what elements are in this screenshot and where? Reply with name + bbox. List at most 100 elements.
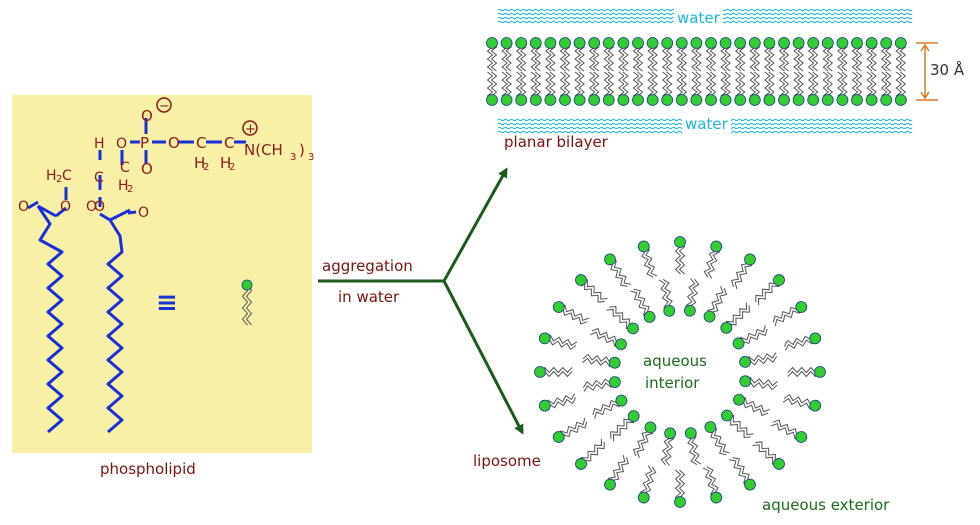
- lipid-tail: [744, 352, 777, 362]
- lipid-head: [500, 94, 513, 106]
- lipid-tail: [884, 42, 892, 72]
- lipid-tail: [539, 366, 573, 374]
- ester-oxygen: O: [94, 199, 105, 215]
- lipid-molecule: [632, 71, 644, 106]
- lipid-head: [739, 355, 752, 368]
- lipid-molecule: [703, 286, 728, 323]
- lipid-head: [705, 37, 717, 49]
- lipid-tail: [612, 417, 636, 442]
- lipid-molecule: [559, 37, 571, 72]
- aqueous-interior-label-line1: aqueous: [643, 352, 707, 370]
- carbonyl-oxygen-right: O: [138, 205, 149, 221]
- hydrogen-atom: H: [220, 154, 231, 172]
- lipid-tail: [855, 42, 863, 72]
- lipid-molecule: [792, 71, 805, 106]
- lipid-tail: [658, 279, 669, 312]
- lipid-head: [703, 310, 716, 323]
- aggregation-label: aggregation: [322, 257, 413, 275]
- lipid-molecule: [588, 71, 601, 106]
- lipid-head: [880, 94, 893, 106]
- o-minus-oxygen: O: [141, 107, 153, 125]
- lipid-molecule: [661, 37, 674, 72]
- lipid-molecule: [865, 37, 878, 72]
- lipid-tail: [501, 71, 508, 101]
- lipid-head: [865, 94, 878, 106]
- lipid-tail: [563, 42, 571, 72]
- lipid-molecule: [486, 37, 498, 72]
- lipid-tail: [545, 334, 578, 347]
- lipid-molecule: [821, 37, 834, 72]
- lipid-tail: [728, 413, 754, 436]
- lipid-head: [795, 301, 808, 313]
- lipid-head: [795, 431, 808, 443]
- lipid-tail: [676, 71, 684, 101]
- lipid-molecule: [778, 37, 790, 72]
- lipid-molecule: [851, 37, 863, 72]
- lipid-head: [836, 94, 849, 106]
- lipid-molecule: [705, 71, 717, 106]
- lipid-molecule: [731, 253, 756, 290]
- lipid-head: [632, 37, 644, 49]
- lipid-molecule: [604, 253, 631, 287]
- lipid-molecule: [807, 37, 820, 72]
- lipid-molecule: [538, 332, 578, 351]
- lipid-head: [529, 37, 542, 49]
- lipid-molecule: [646, 37, 659, 72]
- subscript-2: 2: [229, 162, 235, 173]
- lipid-tail: [607, 42, 615, 72]
- lipid-head: [710, 240, 723, 253]
- lipid-head: [807, 94, 820, 106]
- lipid-molecule: [575, 274, 608, 303]
- lipid-molecule: [772, 301, 808, 327]
- glycerol-hydrogen: H: [94, 136, 105, 152]
- lipid-head: [675, 94, 688, 106]
- lipid-molecule: [894, 71, 907, 106]
- lipid-head: [486, 37, 498, 49]
- positive-charge: +: [242, 120, 258, 137]
- lipid-molecule: [674, 236, 686, 275]
- lipid-tail: [636, 428, 653, 458]
- lipid-head: [588, 37, 601, 49]
- lipid-molecule: [515, 71, 528, 106]
- lipid-tail: [636, 42, 644, 72]
- lipid-tail: [622, 42, 629, 72]
- lipid-tail: [505, 42, 512, 72]
- lipid-tail: [651, 42, 658, 72]
- lipid-molecule: [880, 71, 893, 106]
- lipid-molecule: [632, 37, 644, 72]
- lipid-head: [792, 94, 805, 106]
- lipid-head: [617, 94, 630, 106]
- bond-line: [55, 206, 67, 218]
- lipid-molecule: [604, 454, 629, 491]
- lipid-head: [627, 322, 639, 335]
- lipid-tail: [665, 42, 673, 72]
- subscript-3: 3: [290, 152, 296, 163]
- arrow-up: [442, 167, 508, 282]
- lipid-molecule: [573, 37, 586, 72]
- lipid-molecule: [702, 466, 723, 504]
- lipid-head: [763, 94, 776, 106]
- lipid-tail: [737, 325, 766, 342]
- lipid-head: [721, 409, 733, 422]
- minus-sign: −: [159, 99, 170, 114]
- lipid-tail: [709, 42, 717, 72]
- lipid-head: [683, 304, 696, 317]
- lipid-tail: [559, 71, 567, 101]
- negative-charge: −: [156, 97, 172, 114]
- lipid-head: [661, 37, 674, 49]
- lipid-tail: [826, 42, 834, 72]
- lipid-molecule: [573, 71, 586, 106]
- lipid-molecule: [721, 409, 754, 439]
- lipid-molecule: [552, 301, 590, 325]
- lipid-tail: [768, 42, 775, 72]
- lipid-molecule: [637, 465, 657, 504]
- lipid-head: [675, 37, 688, 49]
- lipid-molecule: [763, 71, 776, 106]
- lipid-head: [575, 458, 587, 470]
- lipid-head: [734, 94, 747, 106]
- lipid-head: [602, 37, 615, 49]
- lipid-molecule: [241, 279, 253, 326]
- lipid-molecule: [783, 332, 822, 351]
- lipid-tail: [707, 286, 724, 316]
- lipid-tail: [685, 278, 696, 311]
